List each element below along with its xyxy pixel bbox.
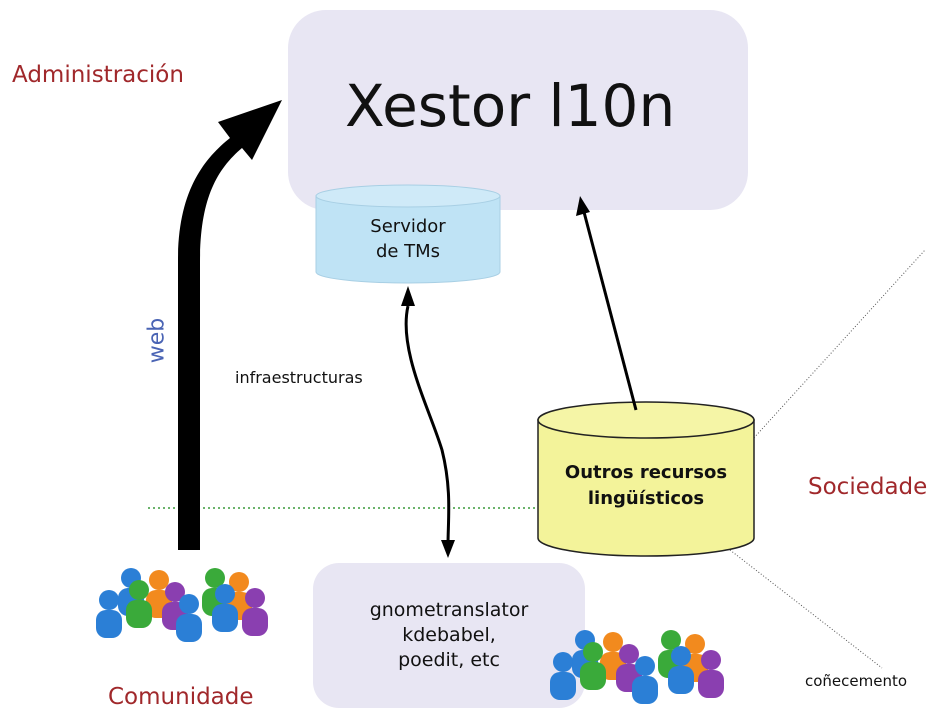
tools-label-line1: gnometranslator [369, 599, 529, 621]
people-group-icon [96, 568, 268, 642]
tm-server-label: Servidor de TMs [316, 214, 500, 264]
resources-to-xestor-arrow [576, 196, 638, 411]
people-group-icon [550, 630, 724, 704]
xestor-box [288, 10, 748, 210]
knowledge-line-upper [751, 249, 926, 441]
tm-server-label-line2: de TMs [375, 241, 441, 262]
tools-box [313, 563, 585, 708]
tools-label: gnometranslator kdebabel, poedit, etc [313, 598, 585, 673]
resources-label: Outros recursos lingüísticos [538, 460, 754, 512]
resources-label-line2: lingüísticos [587, 488, 705, 509]
conecemento-label: coñecemento [805, 672, 908, 690]
infraestructuras-label: infraestructuras [235, 368, 363, 387]
administracion-label: Administración [12, 62, 184, 88]
tm-double-arrow [401, 286, 455, 558]
comunidade-label: Comunidade [108, 684, 254, 710]
tools-label-line3: poedit, etc [398, 649, 500, 671]
knowledge-line-lower [729, 549, 883, 669]
resources-label-line1: Outros recursos [564, 462, 728, 483]
xestor-title: Xestor l10n [345, 72, 676, 140]
resources-cylinder [537, 401, 755, 557]
web-arrow [178, 100, 282, 550]
tm-server-label-line1: Servidor [370, 216, 446, 237]
sociedade-label: Sociedade [808, 474, 928, 500]
tools-label-line2: kdebabel, [402, 624, 496, 646]
tm-server-cylinder [315, 184, 501, 284]
web-label: web [144, 317, 170, 364]
